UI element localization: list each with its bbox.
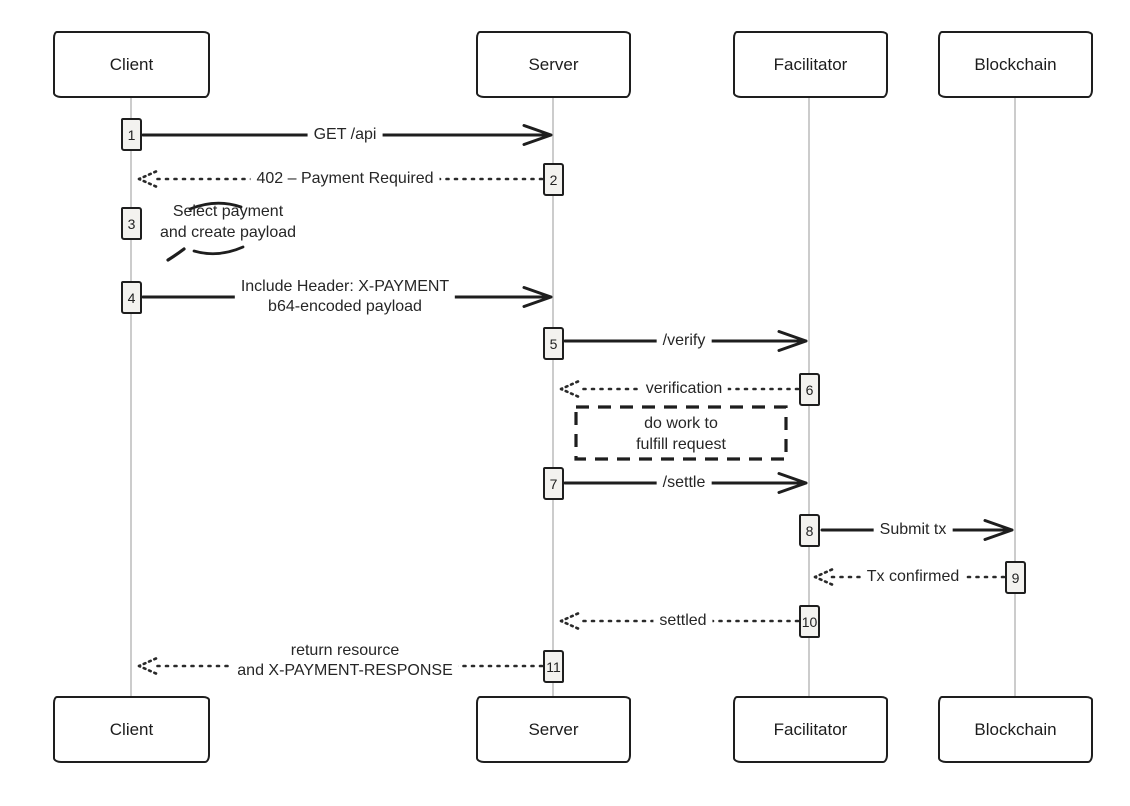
arrowhead-right-icon	[983, 519, 1014, 541]
actor-label: Facilitator	[773, 719, 848, 739]
message-label-11-line1: return resource	[290, 642, 400, 659]
actor-facilitator-top: Facilitator	[733, 31, 888, 98]
arrowhead-right-icon	[522, 286, 553, 308]
actor-label: Facilitator	[773, 54, 848, 74]
note-label-line1: do work to	[644, 415, 718, 432]
activation-6: 6	[799, 373, 820, 406]
self-loop-3	[166, 201, 245, 262]
arrowhead-dotted-left-icon	[813, 568, 834, 586]
message-label-4: Include Header: X-PAYMENT b64-encoded pa…	[234, 277, 456, 317]
activation-2: 2	[543, 163, 564, 196]
self-loop-arrowhead-icon	[166, 247, 186, 262]
actor-label: Client	[109, 719, 154, 739]
arrowhead-dotted-left-icon	[559, 380, 580, 398]
actor-blockchain-top: Blockchain	[938, 31, 1093, 98]
arrowhead-right-icon	[777, 330, 808, 352]
actor-server-top: Server	[476, 31, 631, 98]
activation-1: 1	[121, 118, 142, 151]
arrowhead-right-icon	[522, 124, 553, 146]
message-label-2: 402 – Payment Required	[250, 169, 440, 189]
arrowhead-dotted-left-icon	[137, 657, 158, 675]
note-label-line2: fulfill request	[636, 436, 726, 453]
arrow-11-return-resource	[137, 657, 544, 675]
message-label-6: verification	[639, 379, 729, 399]
message-label-11: return resource and X-PAYMENT-RESPONSE	[231, 641, 459, 681]
message-label-1: GET /api	[307, 125, 383, 145]
arrow-2-payment-required	[137, 170, 544, 188]
actor-label: Client	[109, 54, 154, 74]
actor-server-bottom: Server	[476, 696, 631, 763]
note-box	[574, 405, 788, 461]
message-label-4-line1: Include Header: X-PAYMENT	[240, 278, 450, 295]
actor-client-bottom: Client	[53, 696, 210, 763]
actor-client-top: Client	[53, 31, 210, 98]
message-label-11-line2: and X-PAYMENT-RESPONSE	[237, 662, 453, 679]
actor-label: Blockchain	[974, 54, 1057, 74]
message-label-4-line2: b64-encoded payload	[268, 298, 422, 315]
message-label-10: settled	[653, 611, 713, 631]
message-label-9: Tx confirmed	[860, 567, 966, 587]
actor-label: Server	[528, 719, 579, 739]
dotted-arrows	[137, 170, 1006, 675]
message-label-8: Submit tx	[873, 520, 953, 540]
activation-11: 11	[543, 650, 564, 683]
message-label-3-line2: and create payload	[159, 224, 297, 241]
actor-blockchain-bottom: Blockchain	[938, 696, 1093, 763]
activation-5: 5	[543, 327, 564, 360]
message-label-5: /verify	[656, 331, 712, 351]
activation-4: 4	[121, 281, 142, 314]
activation-7: 7	[543, 467, 564, 500]
message-label-3: Select payment and create payload	[154, 201, 302, 243]
actor-facilitator-bottom: Facilitator	[733, 696, 888, 763]
message-label-7: /settle	[656, 473, 712, 493]
activation-3: 3	[121, 207, 142, 240]
activation-10: 10	[799, 605, 820, 638]
arrowhead-dotted-left-icon	[137, 170, 158, 188]
arrowhead-right-icon	[777, 472, 808, 494]
message-label-3-line1: Select payment	[172, 203, 284, 220]
actor-label: Blockchain	[974, 719, 1057, 739]
note-label: do work to fulfill request	[630, 413, 732, 455]
arrowhead-dotted-left-icon	[559, 612, 580, 630]
activation-9: 9	[1005, 561, 1026, 594]
activation-8: 8	[799, 514, 820, 547]
actor-label: Server	[528, 54, 579, 74]
